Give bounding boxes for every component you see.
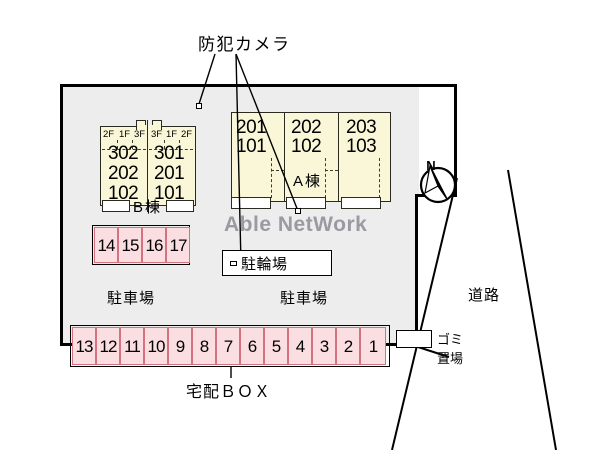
watermark: Able NetWork [224, 213, 368, 236]
bicycle-parking-box[interactable]: 駐輪場 [222, 250, 332, 276]
unit-floor-label: 3F [151, 129, 163, 140]
parking-label-left: 駐車場 [107, 289, 156, 307]
room-number: 101 [154, 183, 185, 204]
compass-north-label: N [426, 158, 435, 173]
parking-stall[interactable]: 13 [72, 327, 96, 365]
parking-stall[interactable]: 14 [94, 227, 118, 263]
room-number: 103 [346, 136, 377, 157]
parking-stall-number: 17 [169, 235, 188, 255]
parking-stall-number: 7 [223, 336, 234, 356]
parking-stall[interactable]: 5 [264, 327, 288, 365]
parking-stall-number: 13 [75, 336, 94, 356]
room-number: 102 [108, 183, 139, 204]
building-a: 201 101 202 102 203 103 A棟 [231, 112, 391, 212]
bicycle-parking-label: 駐輪場 [241, 254, 288, 273]
parking-stall-number: 12 [99, 336, 118, 356]
parking-stall-number: 3 [319, 336, 330, 356]
room-number: 202 [291, 117, 322, 138]
parking-stall-number: 15 [121, 235, 140, 255]
parking-stall-number: 14 [97, 235, 116, 255]
parking-stall[interactable]: 3 [312, 327, 336, 365]
room-number: 102 [291, 136, 322, 157]
trash-area-label-line2: 置場 [437, 352, 464, 367]
parking-row-lower [70, 325, 390, 367]
parking-stall[interactable]: 17 [166, 227, 190, 263]
parking-stall[interactable]: 8 [192, 327, 216, 365]
room-number: 301 [154, 143, 185, 164]
room-number: 101 [236, 136, 267, 157]
parking-stall[interactable]: 4 [288, 327, 312, 365]
parking-stall[interactable]: 2 [336, 327, 360, 365]
parking-label-right: 駐車場 [280, 289, 329, 307]
parking-stall-number: 6 [247, 336, 258, 356]
parking-stall[interactable]: 9 [168, 327, 192, 365]
road-label: 道路 [468, 286, 501, 304]
parking-stall-number: 16 [145, 235, 164, 255]
room-number: 201 [236, 117, 267, 138]
delivery-box-label: 宅配ＢＯＸ [186, 382, 272, 401]
security-camera-icon [295, 208, 301, 214]
room-number: 203 [346, 117, 377, 138]
parking-stall[interactable]: 10 [144, 327, 168, 365]
unit-floor-label: 1F [166, 129, 178, 140]
parking-stall[interactable]: 6 [240, 327, 264, 365]
parking-stall-number: 10 [147, 336, 166, 356]
security-camera-label: 防犯カメラ [198, 35, 291, 55]
parking-stall[interactable]: 11 [120, 327, 144, 365]
parking-stall-number: 11 [124, 336, 141, 356]
trash-area-label-line1: ゴミ [437, 333, 464, 348]
site-boundary-notch-fill [413, 87, 419, 194]
parking-stall[interactable]: 16 [142, 227, 166, 263]
parking-stall[interactable]: 1 [360, 327, 386, 365]
security-camera-icon [196, 103, 202, 109]
unit-floor-label: 1F [119, 129, 131, 140]
parking-stall[interactable]: 7 [216, 327, 240, 365]
compass-rose: N [416, 158, 462, 206]
room-number: 202 [108, 163, 139, 184]
parking-stall-number: 9 [175, 336, 186, 356]
parking-stall[interactable]: 15 [118, 227, 142, 263]
unit-floor-label: 3F [134, 129, 146, 140]
parking-stall-number: 2 [343, 336, 354, 356]
building-b: 2F 1F 3F 3F 1F 2F 302 202 102 301 201 10… [100, 120, 196, 216]
parking-stall-number: 1 [368, 336, 379, 356]
parking-stall-number: 8 [199, 336, 210, 356]
unit-floor-label: 2F [181, 129, 193, 140]
trash-area-box[interactable] [396, 330, 432, 348]
room-number: 201 [154, 163, 185, 184]
building-name: B棟 [133, 199, 163, 216]
parking-stall-number: 5 [271, 336, 282, 356]
room-number: 302 [108, 143, 139, 164]
parking-stall-number: 4 [295, 336, 306, 356]
bicycle-parking-camera-icon [230, 260, 237, 266]
parking-stall[interactable]: 12 [96, 327, 120, 365]
unit-floor-label: 2F [103, 129, 115, 140]
building-name: A棟 [293, 173, 323, 190]
